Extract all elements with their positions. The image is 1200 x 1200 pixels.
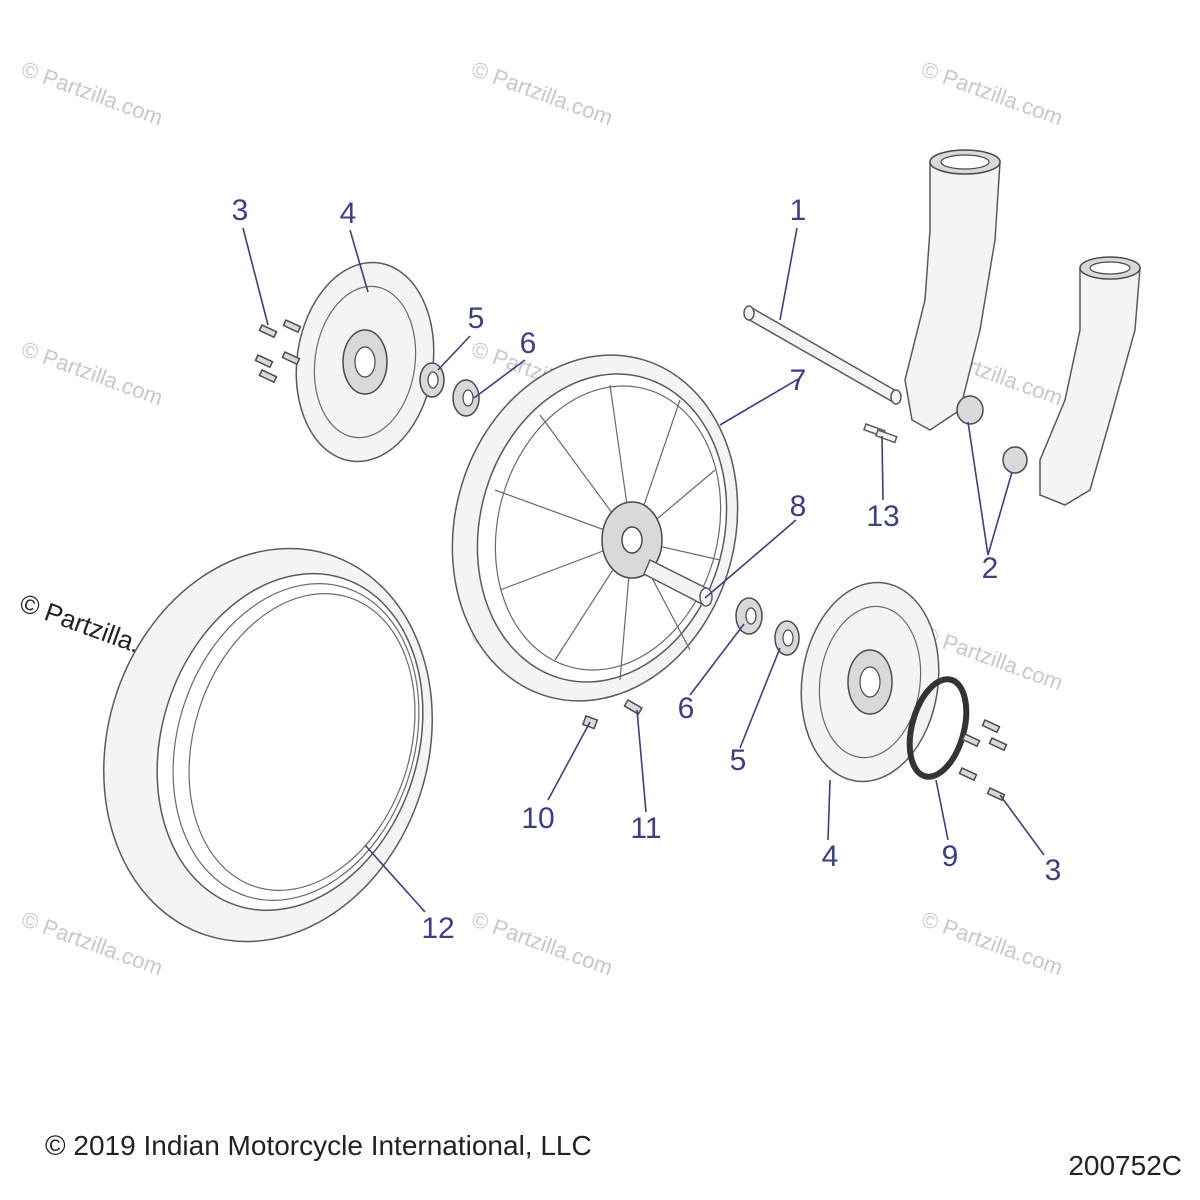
watermark: © Partzilla.com xyxy=(918,906,1066,980)
callout-5-right: 5 xyxy=(730,744,747,777)
callout-6-right: 6 xyxy=(678,692,695,725)
pinch-bolts xyxy=(862,423,898,444)
watermark: © Partzilla.com xyxy=(918,56,1066,130)
watermark: © Partzilla.com xyxy=(18,56,166,130)
callout-2: 2 xyxy=(982,552,999,585)
copyright-notice: © 2019 Indian Motorcycle International, … xyxy=(45,1130,592,1161)
wheel-rim xyxy=(451,354,739,702)
tone-ring xyxy=(906,676,970,780)
watermark: © Partzilla.com xyxy=(468,906,616,980)
leader-lines xyxy=(242,227,1045,913)
callout-3-right: 3 xyxy=(1045,854,1062,887)
front-fork xyxy=(904,149,1141,506)
watermark: © Partzilla.com xyxy=(18,906,166,980)
drawing-number: 200752C xyxy=(1068,1150,1182,1181)
bearing-left xyxy=(452,379,480,417)
callout-4-left: 4 xyxy=(340,197,357,230)
callout-13: 13 xyxy=(866,500,899,533)
callout-labels: 1 2 3 3 4 4 5 5 6 6 7 8 9 10 11 12 13 xyxy=(232,194,1062,945)
watermark: © Partzilla.com xyxy=(918,621,1066,695)
watermark: © Partzilla.com xyxy=(468,56,616,130)
callout-1: 1 xyxy=(790,194,807,227)
callout-5-left: 5 xyxy=(468,302,485,335)
tire xyxy=(103,547,433,943)
callout-6-left: 6 xyxy=(520,327,537,360)
axle-spacers xyxy=(956,395,1028,474)
seal-left xyxy=(419,362,445,398)
rotor-bolts-right xyxy=(958,719,1008,802)
rotor-bolts-left xyxy=(254,319,302,384)
callout-9: 9 xyxy=(942,840,959,873)
callout-10: 10 xyxy=(521,802,554,835)
valve-stem xyxy=(623,698,643,716)
callout-8: 8 xyxy=(790,490,807,523)
brake-rotor-right xyxy=(800,581,940,783)
callout-7: 7 xyxy=(790,364,807,397)
axle xyxy=(743,305,902,405)
brake-rotor-left xyxy=(295,261,435,463)
callout-3-left: 3 xyxy=(232,194,249,227)
seal-right xyxy=(774,620,800,656)
watermark: © Partzilla.com xyxy=(18,336,166,410)
callout-11: 11 xyxy=(630,812,661,845)
callout-12: 12 xyxy=(421,912,454,945)
callout-4-right: 4 xyxy=(822,840,839,873)
